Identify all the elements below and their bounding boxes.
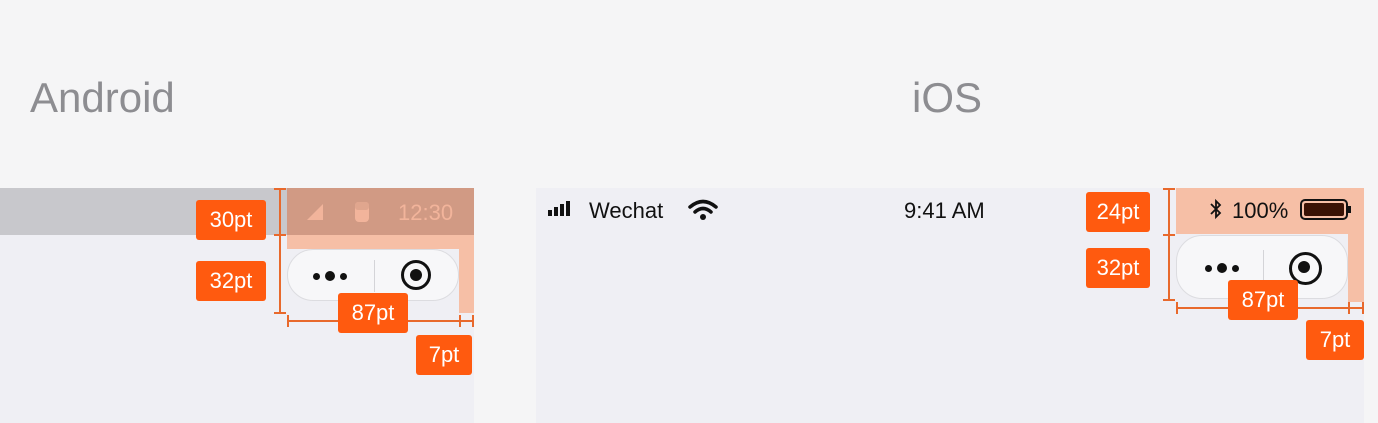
android-capsule-width-tag: 87pt [338, 293, 408, 333]
ios-margin-highlight [1348, 234, 1364, 302]
measure-tick [1163, 299, 1175, 301]
close-target-icon[interactable] [401, 260, 431, 290]
signal-icon [307, 204, 323, 220]
close-target-icon[interactable] [1289, 252, 1322, 285]
android-screen: 12:30 30pt 32pt 87pt 7pt [0, 188, 474, 423]
carrier-label: Wechat [589, 198, 664, 223]
measure-tick [287, 315, 289, 327]
ios-margin-tag: 7pt [1306, 320, 1364, 360]
measure-tick [274, 312, 286, 314]
android-capsule-height-tag: 32pt [196, 261, 266, 301]
ios-heading: iOS [912, 74, 983, 121]
capsule-divider [374, 260, 375, 292]
ios-vertical-measure [1168, 188, 1170, 300]
measure-tick [472, 315, 474, 327]
android-heading: Android [30, 74, 175, 121]
ios-screen: Wechat 9:41 AM 100% 24pt 32pt 87pt 7pt [536, 188, 1364, 423]
android-gap-highlight [287, 235, 459, 249]
measure-tick [459, 315, 461, 327]
android-status-time: 12:30 [398, 200, 454, 225]
bluetooth-icon [1210, 198, 1222, 220]
battery-icon [355, 202, 369, 222]
android-margin-tag: 7pt [416, 335, 472, 375]
more-icon[interactable] [313, 271, 347, 281]
measure-tick [274, 188, 286, 190]
ios-capsule-height-tag: 32pt [1086, 248, 1150, 288]
android-vertical-measure [279, 188, 281, 313]
battery-percent: 100% [1232, 198, 1289, 223]
android-capsule [287, 249, 459, 301]
more-icon[interactable] [1205, 263, 1239, 273]
android-status-height-tag: 30pt [196, 200, 266, 240]
cellular-signal-icon [548, 201, 570, 216]
measure-tick [1348, 302, 1350, 314]
measure-tick [1163, 188, 1175, 190]
capsule-divider [1263, 250, 1264, 284]
ios-capsule-width-tag: 87pt [1228, 280, 1298, 320]
ios-status-time: 9:41 AM [904, 198, 985, 223]
measure-tick [1176, 302, 1178, 314]
battery-icon [1300, 199, 1351, 220]
measure-tick [1163, 234, 1175, 236]
android-margin-highlight [459, 235, 474, 313]
measure-tick [274, 234, 286, 236]
ios-status-height-tag: 24pt [1086, 192, 1150, 232]
wifi-icon [688, 199, 718, 220]
measure-tick [1362, 302, 1364, 314]
